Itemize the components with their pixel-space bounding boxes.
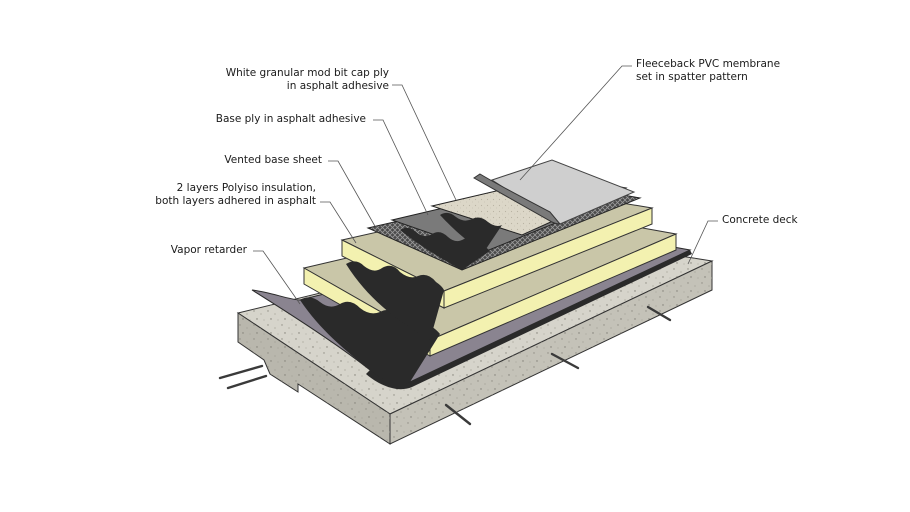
label-insulation: 2 layers Polyiso insulation, both layers… [155, 182, 316, 208]
rebar-4 [550, 352, 580, 370]
label-cap-ply-line1: White granular mod bit cap ply [225, 67, 389, 79]
label-cap-ply: White granular mod bit cap ply in asphal… [226, 67, 389, 93]
label-vented-text: Vented base sheet [224, 154, 322, 166]
asphalt-lower-wave [300, 297, 440, 384]
rebar-3 [444, 403, 472, 426]
leader-concrete [687, 220, 718, 265]
label-base-ply-text: Base ply in asphalt adhesive [215, 113, 366, 125]
leader-vapor [253, 250, 301, 305]
leader-lines [253, 65, 718, 305]
label-vented: Vented base sheet [224, 154, 322, 167]
rebar-set [218, 305, 672, 426]
leader-insulation [320, 201, 357, 244]
rebar-2 [226, 374, 268, 390]
label-vapor: Vapor retarder [171, 244, 247, 257]
asphalt-upper-wave [346, 261, 444, 340]
leader-pvc [519, 65, 632, 181]
cap-ply-wave [440, 212, 502, 252]
label-base-ply: Base ply in asphalt adhesive [216, 113, 366, 126]
pvc-membrane-curl [473, 173, 562, 225]
leader-base-ply [373, 119, 429, 216]
leader-vented [328, 160, 377, 229]
rebar-1 [218, 364, 264, 380]
label-cap-ply-line2: in asphalt adhesive [286, 80, 389, 92]
leader-cap-ply [392, 84, 457, 201]
rebar-5 [646, 305, 672, 322]
concrete-deck-front-face-texture [238, 313, 390, 444]
label-pvc: Fleeceback PVC membrane set in spatter p… [636, 58, 780, 84]
label-pvc-line1: Fleeceback PVC membrane [636, 58, 781, 70]
label-insulation-line1: 2 layers Polyiso insulation, [176, 182, 316, 194]
label-pvc-line2: set in spatter pattern [636, 71, 748, 83]
label-insulation-line2: both layers adhered in asphalt [155, 195, 316, 207]
label-concrete-text: Concrete deck [722, 214, 798, 226]
label-vapor-text: Vapor retarder [170, 244, 247, 256]
label-concrete: Concrete deck [722, 214, 798, 227]
concrete-deck-right-face-texture [390, 261, 712, 444]
